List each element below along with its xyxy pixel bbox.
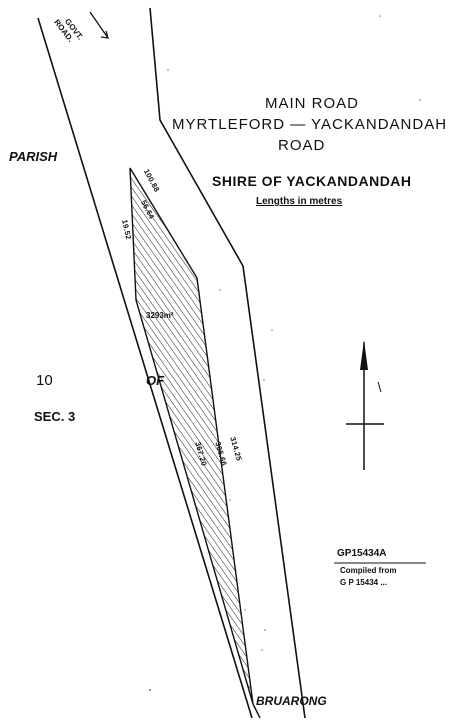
bruarong-label: BRUARONG bbox=[256, 694, 327, 708]
plan-number: GP15434A bbox=[337, 548, 387, 559]
scan-noise bbox=[149, 15, 421, 691]
arrow-icon bbox=[89, 11, 109, 39]
area-label: 3293m² bbox=[146, 311, 174, 320]
title-main-road: MAIN ROAD bbox=[265, 95, 360, 112]
section-label: SEC. 3 bbox=[34, 409, 76, 424]
title-shire: SHIRE OF YACKANDANDAH bbox=[212, 173, 412, 189]
of-label: OF bbox=[146, 373, 165, 388]
north-arrow-icon bbox=[346, 340, 384, 470]
east-road-boundary bbox=[149, 7, 306, 719]
units-note: Lengths in metres bbox=[256, 196, 343, 207]
parish-label: PARISH bbox=[9, 149, 58, 164]
west-road-boundary bbox=[37, 17, 253, 719]
compiled-from-line2: G P 15434 ... bbox=[340, 578, 387, 587]
title-road: ROAD bbox=[278, 137, 326, 154]
title-road-name: MYRTLEFORD — YACKANDANDAH bbox=[172, 116, 448, 133]
compiled-from-line1: Compiled from bbox=[340, 566, 397, 575]
parcel-boundary bbox=[252, 703, 261, 719]
allotment-number: 10 bbox=[36, 372, 53, 389]
